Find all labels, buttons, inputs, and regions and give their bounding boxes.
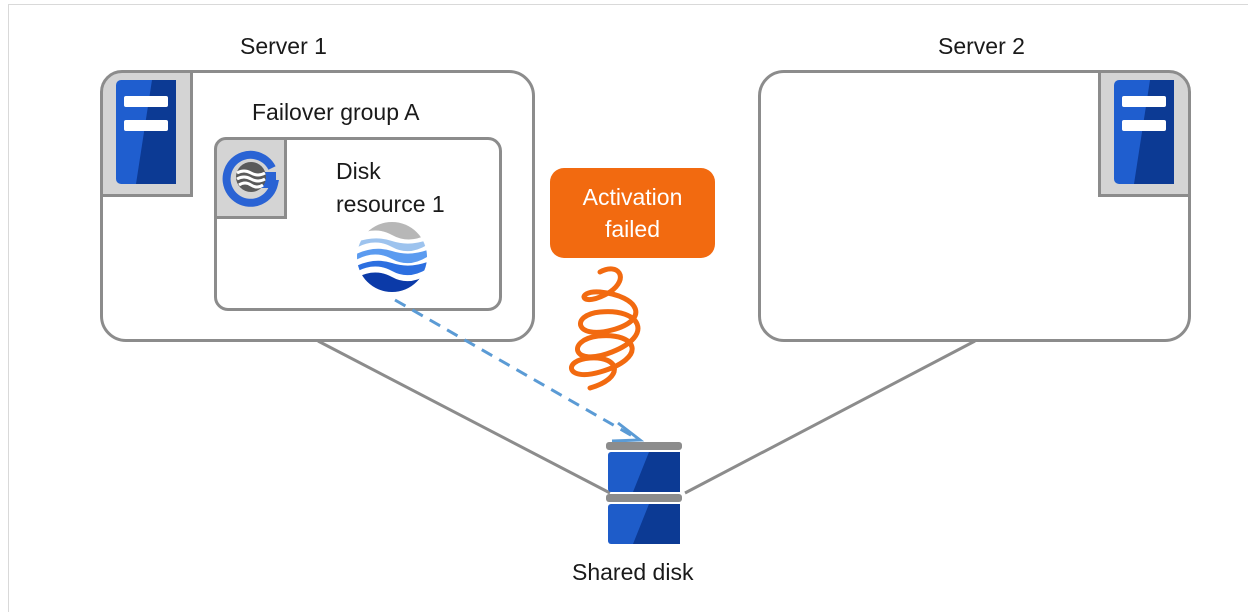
server-2-label: Server 2: [938, 33, 1025, 59]
shared-disk-label: Shared disk: [572, 559, 694, 585]
server-1-label: Server 1: [240, 33, 327, 59]
disk-resource-label: Disk resource 1: [336, 158, 445, 217]
failover-group-label: Failover group A: [252, 99, 420, 125]
shared-disk-icon[interactable]: [605, 440, 683, 548]
diagram-frame: [8, 4, 1248, 612]
clusterpro-group-icon: [222, 150, 279, 207]
server-icon: [116, 80, 176, 184]
disk-resource-icon[interactable]: [356, 221, 428, 293]
activation-failed-badge: Activation failed: [550, 168, 715, 258]
server1-to-disk-line: [317, 339, 611, 495]
server2-to-disk-line: [684, 339, 976, 495]
server-icon: [1114, 80, 1174, 184]
